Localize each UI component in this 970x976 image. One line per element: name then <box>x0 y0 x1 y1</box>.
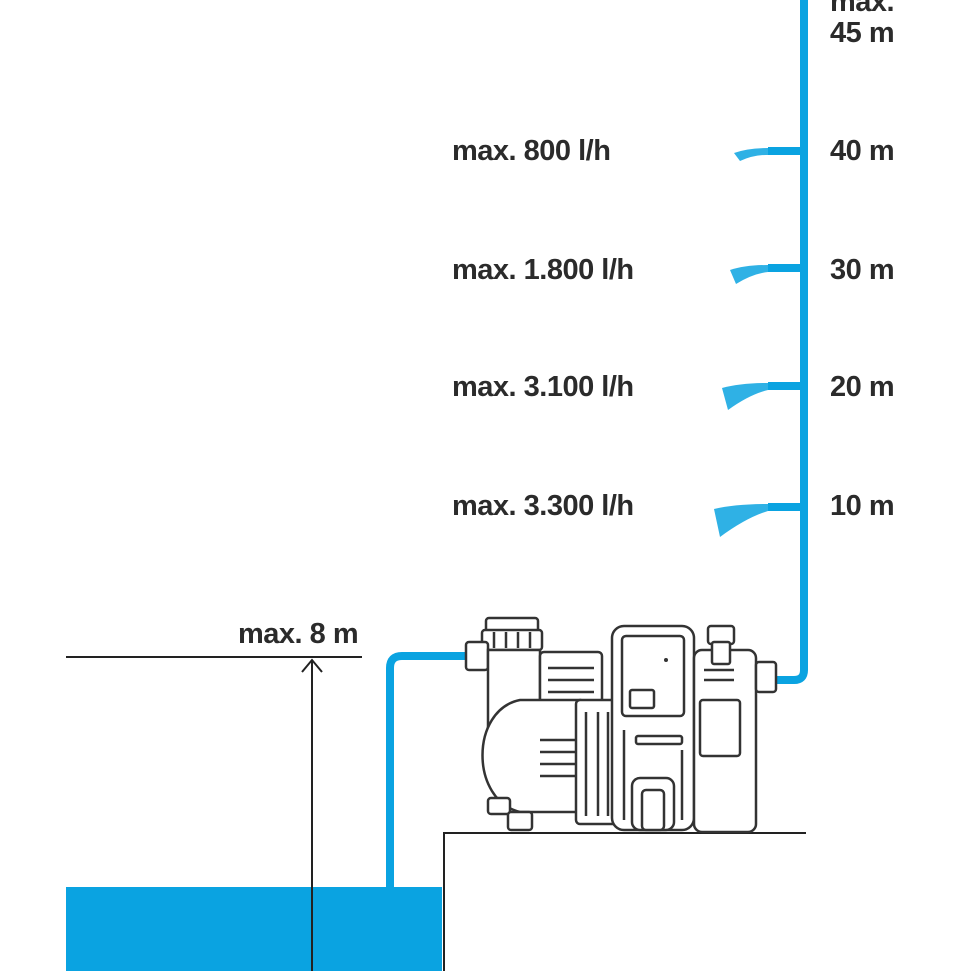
height-label-40m: 40 m <box>830 135 895 167</box>
suction-depth-label: max. 8 m <box>238 618 359 650</box>
garden-pump-icon <box>464 616 778 834</box>
height-label-10m: 10 m <box>830 490 895 522</box>
height-label-20m: 20 m <box>830 371 895 403</box>
arrow-up-icon <box>301 658 323 971</box>
flow-label-20m: max. 3.100 l/h <box>452 371 634 403</box>
water-reservoir <box>66 887 442 971</box>
delivery-pipe <box>776 0 808 684</box>
max-head-label-line1: max. <box>830 0 895 18</box>
height-label-30m: 30 m <box>830 254 895 286</box>
outlet-taps <box>714 147 804 537</box>
water-spray-icon <box>714 504 768 537</box>
platform-ledge <box>443 832 806 971</box>
water-spray-icon <box>734 148 768 161</box>
suction-pipe <box>386 652 468 888</box>
water-spray-icon <box>730 265 768 284</box>
flow-label-40m: max. 800 l/h <box>452 135 611 167</box>
flow-label-10m: max. 3.300 l/h <box>452 490 634 522</box>
max-head-label-line2: 45 m <box>830 17 895 49</box>
water-spray-icon <box>722 383 768 410</box>
flow-label-30m: max. 1.800 l/h <box>452 254 634 286</box>
